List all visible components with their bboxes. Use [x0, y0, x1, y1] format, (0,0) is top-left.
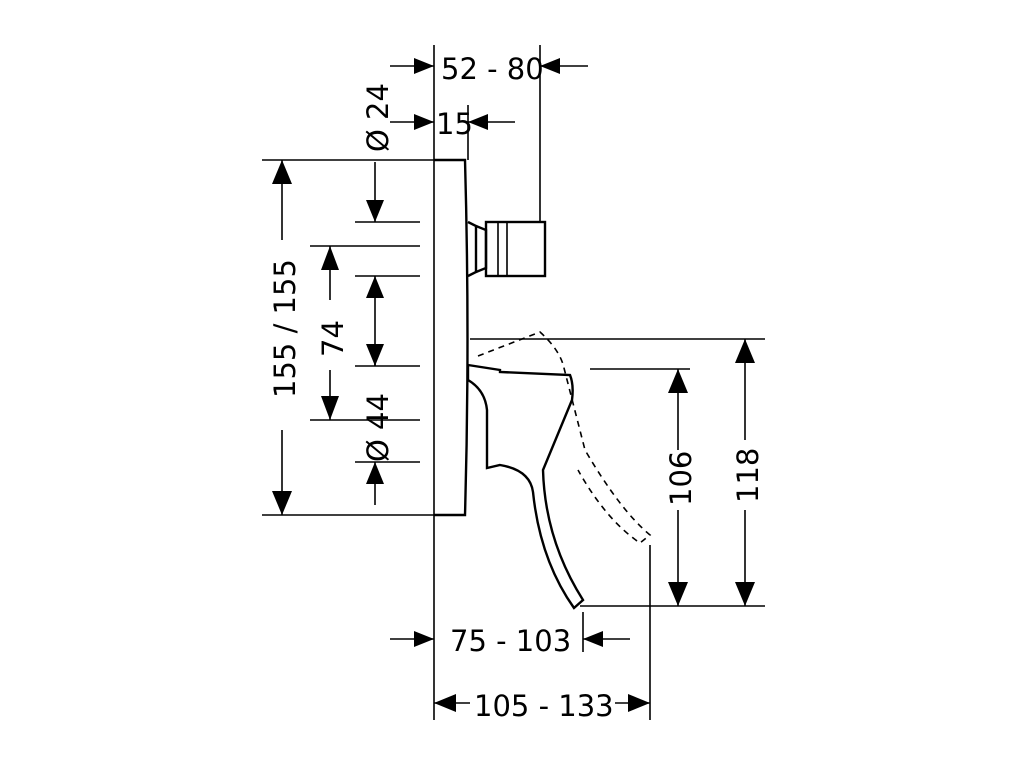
- dimension-105-133: 105 - 133: [434, 689, 650, 723]
- dimension-75-103: 75 - 103: [390, 624, 630, 658]
- dimension-118: 118: [731, 339, 765, 606]
- dimension-15: 15: [390, 107, 515, 141]
- dim-label-118: 118: [731, 448, 765, 503]
- mixer-handle: [466, 363, 585, 610]
- handle-alternate-position: [477, 331, 652, 544]
- dim-label-74: 74: [316, 320, 350, 357]
- dim-label-diameter-24: Ø 24: [361, 83, 395, 152]
- dimension-diameter-44: Ø 44: [361, 344, 395, 505]
- dimension-155-155: 155 / 155: [268, 160, 302, 515]
- dimension-74: 74: [316, 246, 350, 420]
- dimension-diameter-24: Ø 24: [361, 83, 395, 366]
- diverter-outlet: [467, 220, 547, 278]
- cover-plate: [434, 158, 469, 517]
- dim-label-15: 15: [436, 107, 473, 141]
- dimension-52-80: 52 - 80: [390, 52, 588, 86]
- dimension-106: 106: [664, 369, 698, 606]
- dim-label-155-155: 155 / 155: [268, 259, 302, 398]
- dim-label-75-103: 75 - 103: [450, 624, 571, 658]
- dim-label-106: 106: [664, 451, 698, 506]
- dim-label-52-80: 52 - 80: [441, 52, 544, 86]
- dim-label-105-133: 105 - 133: [474, 689, 614, 723]
- extension-lines: [262, 45, 765, 720]
- dim-label-diameter-44: Ø 44: [361, 393, 395, 462]
